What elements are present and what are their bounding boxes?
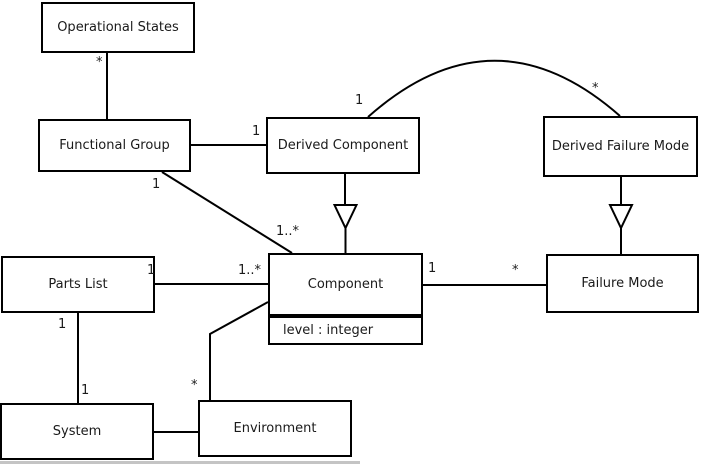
association-functionalgroup-component — [161, 171, 293, 254]
generalization-arrowhead-derivedfailuremode — [608, 204, 634, 231]
multiplicity-label: * — [96, 55, 103, 70]
multiplicity-label: 1 — [81, 383, 90, 398]
multiplicity-label: 1 — [147, 263, 156, 278]
class-box-failure-mode[interactable]: Failure Mode — [546, 254, 699, 313]
class-box-functional-group[interactable]: Functional Group — [38, 119, 191, 172]
class-box-system[interactable]: System — [0, 403, 154, 460]
multiplicity-label: 1..* — [238, 263, 262, 278]
class-box-parts-list[interactable]: Parts List — [1, 256, 155, 313]
multiplicity-label: 1 — [428, 261, 437, 276]
multiplicity-label: 1 — [152, 177, 161, 192]
class-label: Operational States — [57, 20, 179, 35]
class-box-operational-states[interactable]: Operational States — [41, 2, 195, 53]
class-box-derived-failure-mode[interactable]: Derived Failure Mode — [543, 116, 698, 177]
class-label: Derived Failure Mode — [551, 139, 690, 154]
class-attribute: level : integer — [283, 323, 374, 338]
class-label: Parts List — [48, 277, 108, 292]
class-label: System — [52, 424, 102, 439]
class-label: Functional Group — [59, 138, 170, 153]
class-label: Environment — [233, 421, 317, 436]
class-box-component[interactable]: Component level : integer — [268, 253, 423, 345]
component-attribute-compartment: level : integer — [270, 316, 421, 343]
component-name-compartment: Component — [270, 255, 421, 316]
multiplicity-label: 1..* — [276, 224, 300, 239]
class-label: Failure Mode — [581, 276, 664, 291]
class-box-environment[interactable]: Environment — [198, 400, 352, 457]
generalization-arrowhead-derivedcomponent — [332, 204, 359, 231]
multiplicity-label: 1 — [58, 317, 67, 332]
multiplicity-label: * — [191, 378, 198, 393]
multiplicity-label: 1 — [252, 124, 261, 139]
class-box-derived-component[interactable]: Derived Component — [266, 117, 420, 174]
window-bottom-edge — [0, 461, 360, 464]
class-label: Component — [307, 277, 384, 292]
multiplicity-label: 1 — [355, 93, 364, 108]
association-component-environment — [209, 301, 269, 400]
association-derivedcomponent-derivedfailuremode-arc — [367, 59, 621, 118]
multiplicity-label: * — [512, 263, 519, 278]
class-label: Derived Component — [277, 138, 409, 153]
multiplicity-label: * — [592, 81, 599, 96]
